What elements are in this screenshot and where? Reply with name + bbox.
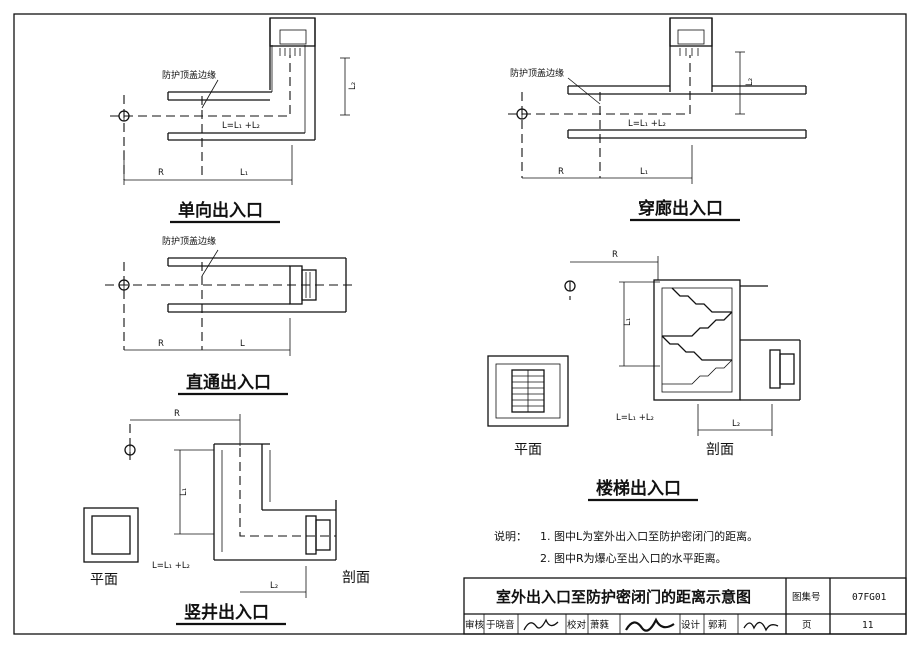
straight-edge-label: 防护顶盖边缘: [162, 235, 216, 247]
reviewer-signature: [523, 618, 559, 631]
stair-title: 楼梯出入口: [596, 478, 681, 499]
stair-dim-r: R: [612, 250, 618, 260]
corridor-dim-l2: L₂: [745, 78, 755, 86]
unidirectional-edge-label: 防护顶盖边缘: [162, 69, 216, 81]
design-name: 郭莉: [708, 619, 727, 631]
page-number: 11: [862, 620, 874, 631]
corridor-dim-r: R: [558, 167, 564, 177]
shaft-plan-label: 平面: [90, 572, 118, 588]
drawing-title: 室外出入口至防护密闭门的距离示意图: [496, 588, 751, 606]
sheet-border: [13, 13, 907, 635]
stair-entrance-diagram: 平面 R L₁ L₂ L=L₁ +L₂ 剖面 楼梯出入口: [487, 250, 801, 502]
unidirectional-dim-l1: L₁: [240, 168, 248, 178]
straight-title: 直通出入口: [186, 372, 271, 393]
corridor-edge-label: 防护顶盖边缘: [510, 67, 564, 79]
corridor-entrance-diagram: 防护顶盖边缘 L=L₁ +L₂ L₂ R L₁ 穿廊出入口: [508, 17, 807, 222]
shaft-dim-r: R: [174, 409, 180, 419]
shaft-dim-l2: L₂: [270, 581, 278, 591]
checker-signature: [625, 617, 675, 632]
protective-door: [769, 349, 781, 389]
note-item-2: 2. 图中R为爆心至出入口的水平距离。: [540, 551, 727, 565]
shaft-section-label: 剖面: [342, 570, 370, 586]
unidirectional-formula: L=L₁ +L₂: [222, 121, 260, 131]
shaft-formula: L=L₁ +L₂: [152, 561, 190, 571]
straight-dim-r: R: [158, 339, 164, 349]
corridor-title: 穿廊出入口: [638, 198, 723, 219]
check-label: 校对: [567, 619, 587, 631]
stair-dim-l1: L₁: [623, 318, 633, 326]
notes-block: 说明： 1. 图中L为室外出入口至防护密闭门的距离。 2. 图中R为爆心至出入口…: [494, 529, 758, 565]
protective-door: [269, 17, 316, 47]
corridor-dim-l1: L₁: [640, 167, 648, 177]
review-label: 审核: [465, 619, 485, 631]
unidirectional-dim-r: R: [158, 168, 164, 178]
shaft-plan: [83, 507, 139, 563]
shaft-title: 竖井出入口: [184, 602, 269, 623]
page-label: 页: [802, 620, 812, 631]
check-name: 萧蕤: [590, 619, 610, 631]
stair-plan: [487, 355, 569, 427]
shaft-dim-l1: L₁: [179, 488, 189, 496]
protective-door: [305, 515, 317, 555]
atlas-number: 07FG01: [852, 592, 887, 603]
notes-prefix: 说明：: [494, 529, 527, 543]
stair-plan-label: 平面: [514, 442, 542, 458]
straight-dim-l: L: [240, 339, 245, 349]
atlas-label: 图集号: [792, 591, 821, 603]
corridor-formula: L=L₁ +L₂: [628, 119, 666, 129]
title-block: 室外出入口至防护密闭门的距离示意图 图集号 07FG01 页 11 审核 于晓音…: [463, 577, 907, 635]
unidirectional-entrance-diagram: 防护顶盖边缘 L=L₁ +L₂ L₂ R L₁ 单向出入口: [110, 17, 358, 224]
shaft-entrance-diagram: 平面 R L₁ L₂ L=L₁ +L₂ 剖面 竖井出入口: [83, 409, 370, 626]
stair-dim-l2: L₂: [732, 419, 740, 429]
stair-formula: L=L₁ +L₂: [616, 413, 654, 423]
straight-entrance-diagram: 防护顶盖边缘 R L 直通出入口: [105, 235, 355, 396]
note-item-1: 1. 图中L为室外出入口至防护密闭门的距离。: [540, 529, 758, 543]
protective-door: [669, 17, 713, 47]
unidirectional-dim-l2: L₂: [348, 82, 358, 90]
design-label: 设计: [681, 619, 701, 631]
stair-section-label: 剖面: [706, 442, 734, 458]
unidirectional-title: 单向出入口: [178, 200, 263, 221]
designer-signature: [743, 621, 779, 632]
review-name: 于晓音: [486, 619, 515, 631]
